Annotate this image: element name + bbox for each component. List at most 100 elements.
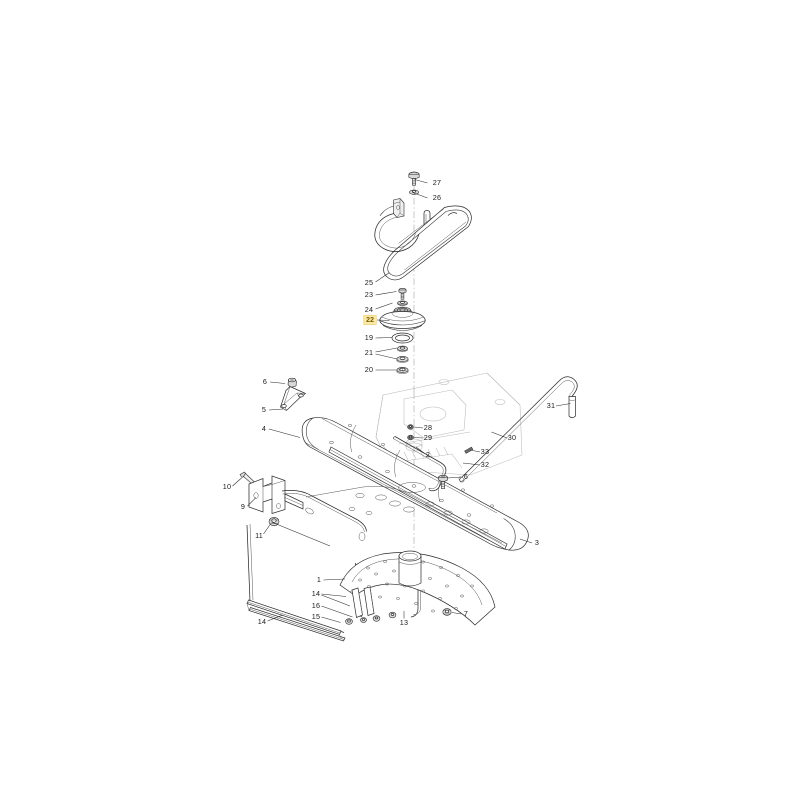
callout-3: 3 — [519, 538, 539, 547]
callout-leader-line — [323, 578, 346, 581]
callout-leader-line — [555, 403, 571, 407]
callout-number: 14 — [312, 589, 320, 598]
callout-leader-line — [267, 614, 284, 622]
part-3-deck-pan — [305, 482, 503, 544]
callout-33: 33 — [470, 447, 489, 456]
callout-10: 10 — [223, 477, 242, 491]
callout-leader-line — [263, 521, 331, 547]
callout-number: 24 — [365, 305, 373, 314]
callout-4: 4 — [262, 424, 301, 438]
callout-20: 20 — [365, 365, 397, 374]
callout-9: 9 — [241, 497, 257, 511]
part-27-bolt — [408, 171, 420, 186]
callout-number: 5 — [262, 405, 266, 414]
callout-leader-line — [414, 179, 428, 184]
highlight-box — [363, 315, 377, 325]
callout-leader-line — [268, 428, 301, 438]
callout-14: 14 — [258, 614, 284, 626]
callout-11: 11 — [255, 521, 331, 547]
callout-22: 22 — [363, 315, 390, 325]
part-23-bolt — [398, 287, 407, 300]
callout-number: 6 — [263, 377, 267, 386]
part-13-rod — [410, 560, 421, 618]
callout-number: 21 — [365, 348, 373, 357]
callout-leader-line — [375, 272, 390, 283]
callout-15: 15 — [312, 612, 341, 623]
callout-leader-line — [375, 291, 397, 296]
callout-27: 27 — [414, 178, 441, 187]
callout-31: 31 — [547, 401, 571, 410]
callout-13: 13 — [400, 611, 408, 627]
callout-leader-line — [375, 337, 393, 339]
callout-7: 7 — [451, 609, 468, 618]
callout-30: 30 — [491, 431, 516, 442]
callout-leader-line — [447, 476, 462, 479]
callout-leader-line — [415, 446, 425, 454]
callout-leader-line — [269, 381, 286, 384]
callout-16: 16 — [312, 601, 353, 618]
callout-5: 5 — [262, 405, 284, 414]
callout-number: 4 — [262, 424, 266, 433]
callout-number: 32 — [481, 460, 489, 469]
callout-2: 2 — [415, 446, 430, 459]
part-handle-rod — [281, 490, 367, 541]
callout-number: 31 — [547, 401, 555, 410]
callout-23: 23 — [365, 290, 397, 299]
callout-number: 3 — [535, 538, 539, 547]
callout-32: 32 — [462, 460, 489, 469]
callout-leader-line — [470, 449, 481, 453]
callout-leader-line — [321, 593, 351, 607]
part-24-washer — [397, 300, 408, 306]
callout-leader-line — [412, 192, 428, 199]
callout-number: 27 — [433, 178, 441, 187]
callout-number: 16 — [312, 601, 320, 610]
callout-number: 33 — [481, 447, 489, 456]
part-5-bracket — [280, 377, 307, 411]
callout-leader-line — [268, 408, 284, 411]
part-20-nut — [396, 366, 409, 375]
callout-number: 7 — [464, 609, 468, 618]
part-14-skid-rails — [246, 523, 346, 642]
callout-number: 2 — [426, 450, 430, 459]
callout-25: 25 — [365, 272, 390, 287]
callout-number: 10 — [223, 482, 231, 491]
part-22-pulley — [379, 306, 426, 331]
callout-leader-line — [232, 477, 242, 487]
callout-number: 15 — [312, 612, 320, 621]
callout-number: 26 — [433, 193, 441, 202]
callout-leader-line — [247, 497, 257, 507]
callout-number: 29 — [424, 433, 432, 442]
callout-leader-line — [375, 347, 398, 360]
callout-leader-line — [321, 616, 341, 623]
callout-number: 28 — [424, 423, 432, 432]
part-4-auger-housing — [301, 417, 529, 551]
callout-number: 25 — [365, 278, 373, 287]
callout-number: 19 — [365, 333, 373, 342]
callout-number: 22 — [366, 315, 374, 324]
callout-6: 6 — [263, 377, 286, 386]
callout-19: 19 — [365, 333, 393, 342]
part-25-belt — [374, 198, 472, 281]
callout-number: 30 — [508, 433, 516, 442]
callout-6: 6 — [447, 472, 468, 481]
center-fasteners — [372, 611, 397, 622]
callout-leader-line — [462, 462, 481, 466]
callout-leader-line — [519, 538, 533, 544]
callout-leader-line — [375, 302, 393, 310]
callout-leader-line — [321, 605, 353, 618]
part-28-29-fasteners — [407, 424, 414, 441]
part-19-oring — [391, 332, 414, 344]
callout-26: 26 — [412, 192, 441, 202]
callout-number: 14 — [258, 617, 266, 626]
part-26-washer — [409, 189, 419, 195]
callout-number: 1 — [317, 575, 321, 584]
callout-28: 28 — [413, 423, 432, 432]
part-30-lift-rod — [392, 376, 578, 492]
callout-leader-line — [451, 612, 462, 615]
callout-21: 21 — [365, 347, 398, 360]
callout-14: 14 — [312, 589, 351, 607]
callout-layer: 2726252324221921206541091111416151471328… — [223, 178, 571, 627]
part-21-bearings — [396, 345, 409, 363]
